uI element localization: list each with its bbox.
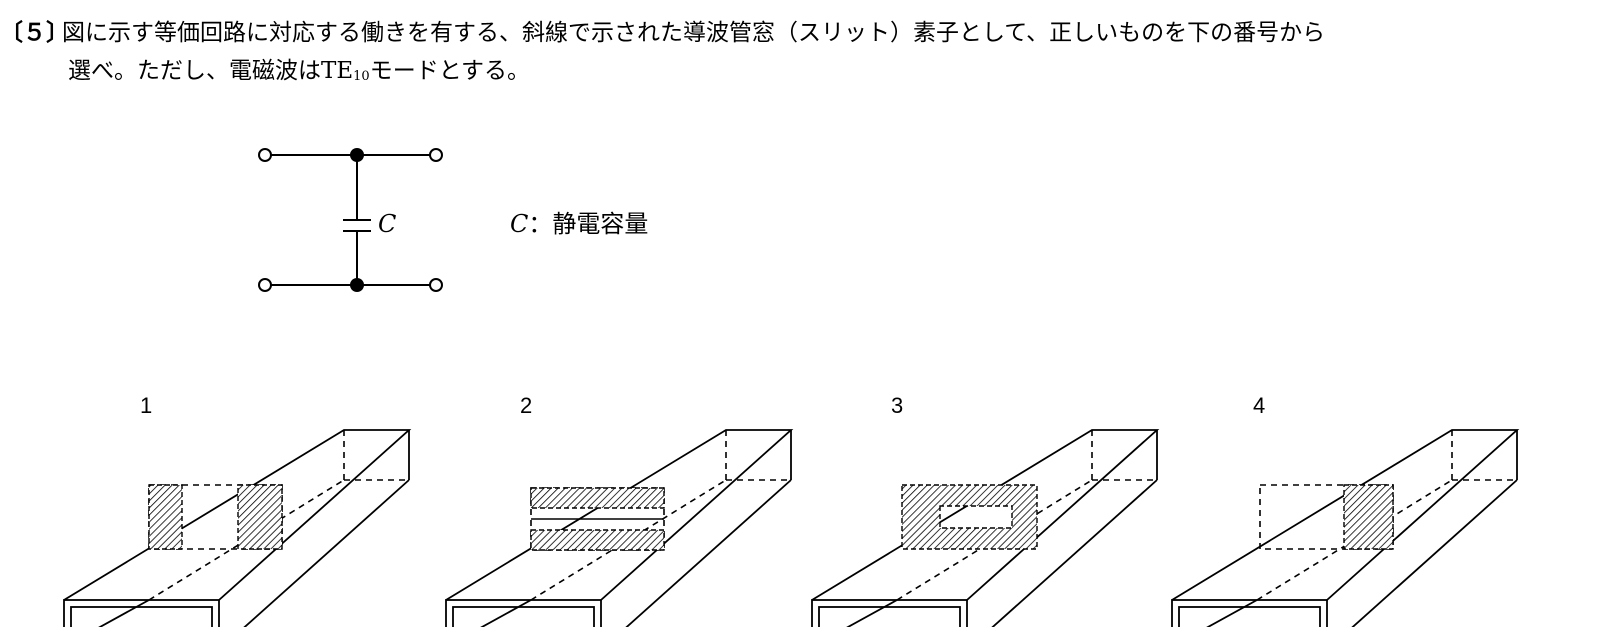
question-number: 〔５〕 — [0, 20, 69, 46]
question-text: 〔５〕図に示す等価回路に対応する働きを有する、斜線で示された導波管窓（スリット）… — [0, 14, 1600, 96]
question-text-line2-b: モードとする。 — [369, 58, 530, 84]
terminal-bottom-right — [429, 278, 443, 292]
capacitance-legend: C：静電容量 — [510, 210, 648, 238]
hatched-slit-left — [148, 484, 183, 550]
waveguide-option-2 — [445, 429, 792, 627]
mode-main: TE — [321, 58, 354, 84]
mode-label: TE10 — [321, 58, 370, 84]
junction-bottom — [350, 278, 364, 292]
capacitor-symbol: C — [378, 210, 396, 238]
hatched-slit-top — [530, 487, 665, 509]
question-text-line1: 図に示す等価回路に対応する働きを有する、斜線で示された導波管窓（スリット）素子と… — [62, 20, 1326, 46]
question-line-2: 選べ。ただし、電磁波はTE10モードとする。 — [0, 52, 1600, 96]
option-label-1: 1 — [140, 393, 153, 418]
option-label-4: 4 — [1253, 393, 1266, 418]
option-label-3: 3 — [891, 393, 904, 418]
waveguide-option-3 — [811, 429, 1158, 627]
waveguide-option-1 — [63, 429, 410, 627]
terminal-bottom-left — [258, 278, 272, 292]
hatched-ring-slit — [901, 484, 1038, 550]
mode-subscript: 10 — [353, 69, 370, 84]
question-line-1: 〔５〕図に示す等価回路に対応する働きを有する、斜線で示された導波管窓（スリット）… — [0, 14, 1600, 52]
junction-top — [350, 148, 364, 162]
hatched-slit-right — [237, 484, 283, 550]
legend-symbol: C — [510, 210, 528, 238]
hatched-slit-right — [1343, 484, 1394, 550]
terminal-top-right — [429, 148, 443, 162]
waveguide-option-4 — [1171, 429, 1518, 627]
option-label-2: 2 — [520, 393, 533, 418]
terminal-top-left — [258, 148, 272, 162]
legend-text: ：静電容量 — [528, 210, 648, 238]
question-text-line2-a: 選べ。ただし、電磁波は — [68, 58, 321, 84]
hatched-slit-bottom — [530, 529, 665, 551]
